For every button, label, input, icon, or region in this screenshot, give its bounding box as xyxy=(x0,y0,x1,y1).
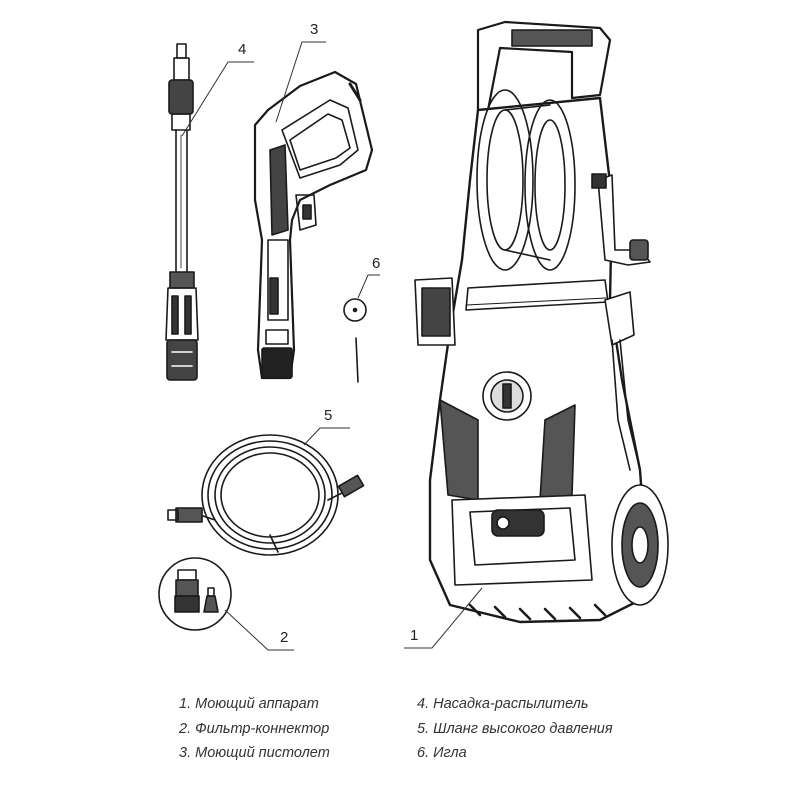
callout-5: 5 xyxy=(324,407,332,424)
callout-2: 2 xyxy=(280,629,288,646)
filter-connector-drawing xyxy=(158,557,232,631)
legend-item: 5. Шланг высокого давления xyxy=(417,720,613,737)
hose-drawing xyxy=(167,434,365,556)
leader-line-2 xyxy=(224,609,294,651)
legend-item: 3. Моющий пистолет xyxy=(179,745,330,761)
legend-item: 4. Насадка-распылитель xyxy=(417,696,589,712)
leader-line-1 xyxy=(404,587,483,649)
spray-gun-drawing xyxy=(253,70,374,380)
leader-line-5 xyxy=(303,427,350,446)
legend-right: 4. Насадка-распылитель 5. Шланг высокого… xyxy=(417,692,613,766)
legend-left: 1. Моющий аппарат 2. Фильтр-коннектор 3.… xyxy=(179,692,330,766)
needle-drawing xyxy=(343,298,367,383)
callout-1: 1 xyxy=(410,627,418,644)
callout-3: 3 xyxy=(310,21,318,38)
callout-4: 4 xyxy=(238,41,246,58)
leader-line-3 xyxy=(275,41,326,123)
leader-line-6 xyxy=(357,274,380,299)
legend-item: 6. Игла xyxy=(417,745,467,761)
spray-lance-drawing xyxy=(165,43,199,381)
legend-item: 1. Моющий аппарат xyxy=(179,696,319,712)
washer-body-drawing xyxy=(414,20,669,624)
callout-6: 6 xyxy=(372,255,380,272)
legend-item: 2. Фильтр-коннектор xyxy=(179,720,330,737)
leader-line-4 xyxy=(181,61,254,137)
